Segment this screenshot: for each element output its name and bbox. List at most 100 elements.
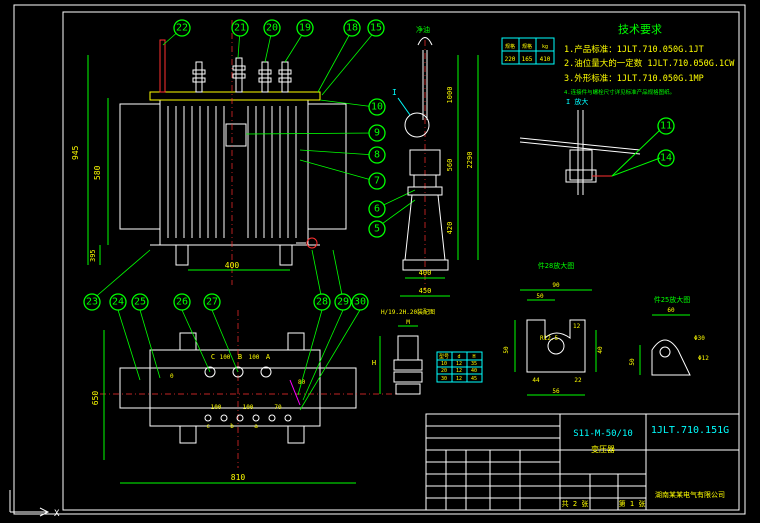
hv-bushings: [192, 57, 292, 93]
detail-I-view: [519, 110, 661, 195]
svg-text:22: 22: [176, 23, 188, 34]
balloon-11: 11: [657, 117, 675, 135]
balloon-10: 10: [368, 98, 386, 116]
side-dim-base-outer: 450: [419, 287, 432, 295]
balloon-21: 21: [231, 19, 249, 37]
svg-text:30: 30: [354, 297, 366, 308]
tech-requirements: 技术要求 规格 规格 kg 220 165 410 1.产品标准：1JLT.71…: [501, 23, 735, 106]
side-dim-total: 2290: [466, 152, 474, 169]
bushing-title: H/19.2H.20装配图: [381, 308, 435, 316]
detail-28-dim-b2: 22: [574, 377, 582, 384]
svg-text:30: 30: [441, 376, 447, 382]
balloon-9: 9: [368, 124, 386, 142]
svg-text:220: 220: [505, 56, 516, 63]
svg-text:5: 5: [374, 224, 380, 235]
svg-text:规格: 规格: [522, 43, 532, 50]
balloon-18: 18: [343, 19, 361, 37]
balloon-23: 23: [83, 293, 101, 311]
balloon-30: 30: [351, 293, 369, 311]
svg-text:165: 165: [522, 56, 533, 63]
svg-text:21: 21: [234, 23, 246, 34]
side-dim-1: 1000: [446, 87, 454, 104]
balloon-25: 25: [131, 293, 149, 311]
detail-25-title: 件25放大图: [654, 295, 690, 304]
balloon-26: 26: [173, 293, 191, 311]
svg-text:10: 10: [441, 361, 447, 367]
ucs-x-label: X: [54, 509, 60, 519]
plan-dim-top-1: 100: [220, 354, 231, 361]
bushing-label-H: H: [372, 359, 376, 367]
svg-text:12: 12: [456, 361, 462, 367]
ucs-icon: X: [9, 490, 60, 519]
plan-dim-side: 650: [91, 391, 100, 406]
detail-28-dim-mid: 50: [536, 293, 544, 300]
balloon-27: 27: [203, 293, 221, 311]
leader-lines-front: [91, 29, 416, 301]
plan-dim-bottom-1: 100: [211, 404, 222, 411]
label-I: I: [392, 88, 397, 97]
label-I-detail: I 放大: [566, 97, 588, 106]
svg-text:40: 40: [471, 368, 477, 374]
svg-text:6: 6: [374, 204, 380, 215]
balloon-19: 19: [296, 19, 314, 37]
svg-text:d: d: [457, 354, 460, 360]
svg-text:14: 14: [660, 153, 672, 164]
tank-body: [159, 99, 309, 246]
svg-text:24: 24: [112, 297, 124, 308]
balloon-22: 22: [173, 19, 191, 37]
svg-text:27: 27: [206, 297, 218, 308]
plan-dim-bottom-3: 70: [274, 404, 282, 411]
balloons: 22 21 20 19 18 15 10 9 8 7 6 5 23 24 25 …: [83, 19, 675, 311]
phase-a: a: [254, 423, 258, 430]
outer-border: [13, 4, 746, 515]
svg-text:kg: kg: [542, 44, 548, 50]
detail-25-dim-hole: Φ12: [698, 355, 709, 362]
plan-small-label: 0: [170, 373, 174, 380]
plan-dim-top-2: 100: [249, 354, 260, 361]
svg-text:12: 12: [456, 368, 462, 374]
svg-text:29: 29: [337, 297, 349, 308]
phase-b: b: [230, 423, 234, 430]
inner-border: [62, 11, 740, 511]
front-view: 945 580 395 400: [71, 20, 347, 285]
svg-text:H: H: [472, 354, 475, 360]
svg-text:20: 20: [266, 23, 278, 34]
svg-text:26: 26: [176, 297, 188, 308]
detail-28-dim-h1: 50: [503, 346, 510, 354]
tech-item-2: 2.油位量大的一定数 1JLT.710.050G.1CW: [564, 58, 735, 69]
side-view: I 净油 1000 560 420 2290 400 450: [392, 25, 479, 297]
side-dim-2: 560: [446, 159, 454, 172]
detail-25-dim-r: Φ30: [694, 335, 705, 342]
left-radiator: [119, 103, 161, 230]
svg-text:18: 18: [346, 23, 358, 34]
dim-height-body: 580: [93, 165, 102, 180]
detail-28-dim-side: 12: [573, 323, 581, 330]
balloon-5: 5: [368, 220, 386, 238]
dim-base: 395: [89, 249, 97, 262]
nameplate: [225, 123, 247, 147]
right-radiator: [307, 103, 347, 230]
svg-text:规格: 规格: [505, 43, 515, 50]
detail-I-circle: [404, 112, 430, 138]
plan-tank: [149, 349, 321, 427]
side-dim-3: 420: [446, 222, 454, 235]
detail-28: 件28放大图 90 50 R12.5 12 50 40 44 22 56: [503, 261, 604, 396]
svg-text:11: 11: [660, 121, 672, 132]
svg-text:35: 35: [471, 361, 477, 367]
title-model: S11-M-50/10: [573, 429, 633, 439]
svg-text:9: 9: [374, 128, 380, 139]
title-drawing-no: 1JLT.710.151G: [651, 425, 729, 436]
svg-text:12: 12: [456, 376, 462, 382]
svg-text:45: 45: [471, 376, 477, 382]
svg-text:410: 410: [540, 56, 551, 63]
title-company: 湖南某某电气有限公司: [655, 490, 725, 499]
tech-item-3: 3.外形标准：1JLT.710.050G.1MP: [564, 73, 704, 84]
lifting-rod: [159, 39, 166, 93]
title-name: 变压器: [591, 444, 615, 454]
bushing-detail: H/19.2H.20装配图 M H 型号 d H 10 12 35 20 12 …: [372, 308, 483, 395]
title-block: S11-M-50/10 变压器 1JLT.710.151G 湖南某某电气有限公司…: [425, 413, 740, 511]
drain-valve: [306, 237, 318, 249]
title-sheet-no: 第 1 张: [619, 499, 646, 508]
svg-text:15: 15: [370, 23, 382, 34]
